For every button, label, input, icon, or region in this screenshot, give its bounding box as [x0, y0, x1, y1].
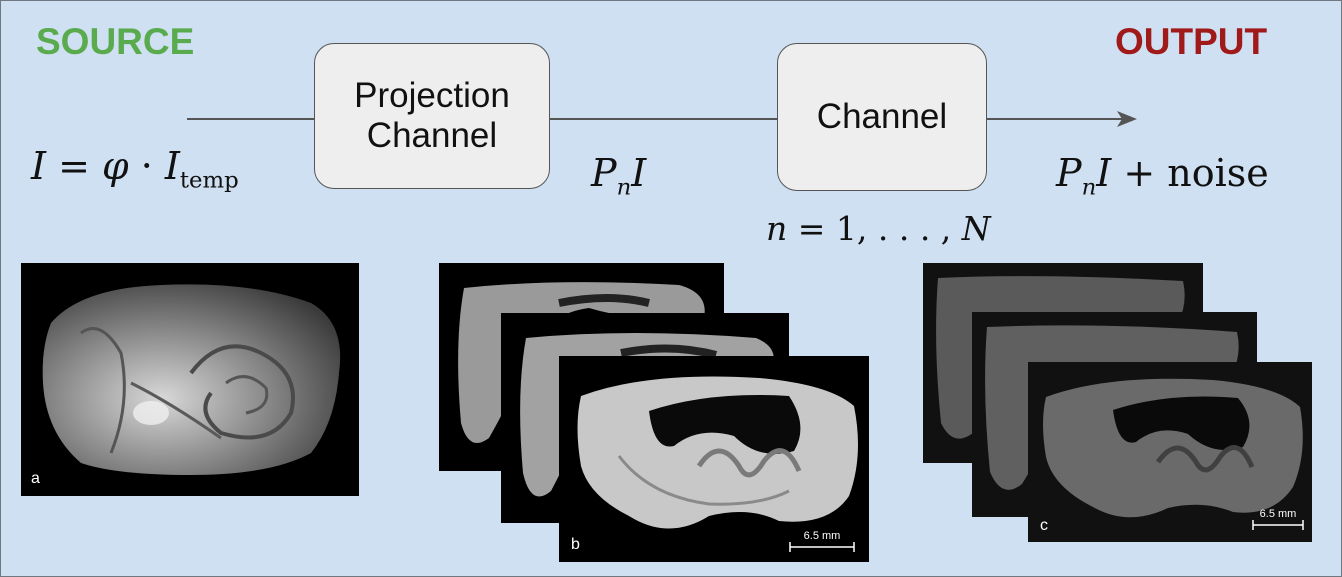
noisy-output-image: [1043, 378, 1303, 518]
panel-c-slice-front: c 6.5 mm: [1028, 362, 1312, 542]
eq-src-dot: ·: [128, 144, 165, 188]
panel-b-scale-label: 6.5 mm: [803, 530, 841, 542]
pipeline-arrow: [187, 111, 1137, 127]
eq-n-N: N: [961, 209, 991, 248]
eq-src-sub: temp: [179, 167, 239, 194]
panel-b-scale-bar: 6.5 mm: [787, 530, 857, 552]
source-equation: I = φ · Itemp: [31, 144, 239, 194]
panel-c-tag: c: [1040, 517, 1048, 534]
eq-pn-I: I: [631, 151, 647, 195]
panel-c-scale-bar: 6.5 mm: [1250, 508, 1306, 530]
eq-src-equals: =: [46, 144, 103, 188]
projection-box-line-1: Projection: [354, 76, 510, 115]
eq-src-I: I: [164, 144, 180, 188]
projection-box-line-2: Channel: [366, 116, 498, 155]
panel-a-source-image: a: [21, 263, 359, 496]
panel-a-tag: a: [31, 470, 40, 487]
output-label: OUTPUT: [1115, 21, 1268, 62]
eq-out-rest: + noise: [1111, 151, 1269, 195]
panel-c-scale-label: 6.5 mm: [1259, 508, 1297, 520]
eq-pn-P: P: [591, 151, 617, 195]
eq-out-I: I: [1096, 151, 1112, 195]
channel-box: Channel: [777, 43, 987, 191]
arrow-head: [1117, 111, 1137, 127]
eq-out-P: P: [1056, 151, 1082, 195]
projection-channel-box: Projection Channel: [314, 43, 550, 189]
output-equation: PnI + noise: [1056, 151, 1269, 201]
eq-src-lhs: I: [31, 144, 47, 188]
eq-pn-sub: n: [616, 174, 632, 201]
brain-3d-render: [42, 284, 341, 475]
eq-src-phi: φ: [102, 144, 129, 188]
eq-n-rest: = 1, . . . ,: [787, 209, 962, 248]
projected-equation: PnI: [591, 151, 646, 201]
eq-out-sub: n: [1081, 174, 1097, 201]
projection-slice-image: [577, 376, 858, 529]
index-equation: n = 1, . . . , N: [766, 209, 991, 248]
channel-box-label: Channel: [816, 97, 948, 136]
panel-b-tag: b: [571, 536, 580, 553]
eq-n-n: n: [766, 209, 788, 248]
source-label: SOURCE: [36, 21, 195, 62]
panel-b-slice-front: b 6.5 mm: [559, 356, 869, 562]
